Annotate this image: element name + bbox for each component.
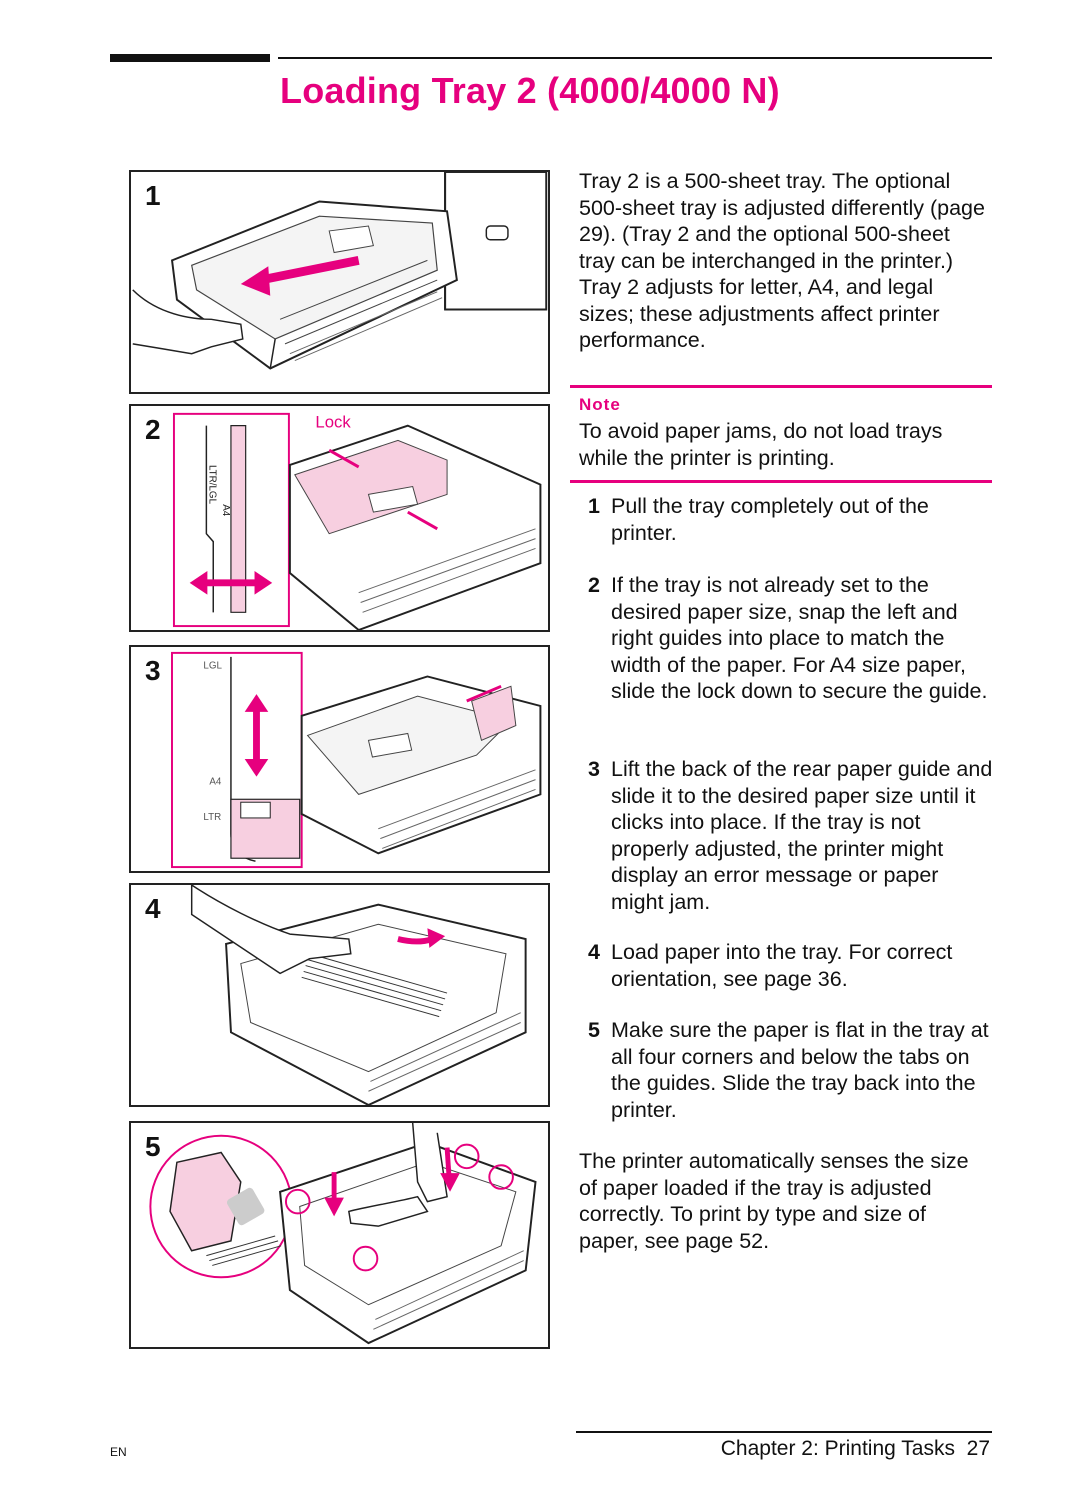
ltr-lgl-label: LTR/LGL <box>206 465 217 505</box>
step-text: Pull the tray completely out of the prin… <box>611 494 929 545</box>
footer-page-number: 27 <box>966 1437 990 1460</box>
step-4: 4 Load paper into the tray. For correct … <box>588 939 993 992</box>
side-guide-illustration: LTR/LGL A4 Lock <box>172 413 542 630</box>
panel-number-5: 5 <box>145 1131 161 1162</box>
step-number: 4 <box>588 940 600 964</box>
step-1: 1 Pull the tray completely out of the pr… <box>588 493 993 546</box>
a4-label: A4 <box>220 504 231 517</box>
footer-chapter-title: Chapter 2: Printing Tasks <box>720 1437 955 1460</box>
check-paper-flat-illustration <box>149 1123 537 1345</box>
footer-rule <box>576 1431 992 1433</box>
step-2: 2 If the tray is not already set to the … <box>588 572 993 705</box>
step-3: 3 Lift the back of the rear paper guide … <box>588 756 993 915</box>
closing-paragraph: The printer automatically senses the siz… <box>579 1149 969 1253</box>
intro-text: Tray 2 is a 500-sheet tray. The optional… <box>579 169 985 352</box>
lock-label: Lock <box>315 413 351 432</box>
note-rule-top <box>570 385 992 388</box>
page-title: Loading Tray 2 (4000/4000 N) <box>280 70 780 111</box>
footer-chapter: Chapter 2: Printing Tasks 27 <box>721 1437 990 1461</box>
header-rule-thick <box>110 54 270 62</box>
figure-panel-3: LGL A4 LTR 3 <box>129 645 550 873</box>
footer-language: EN <box>110 1445 127 1459</box>
lgl-label: LGL <box>203 661 222 672</box>
load-paper-illustration <box>190 885 527 1105</box>
figure-panel-1: 1 <box>129 170 550 394</box>
ltr-label: LTR <box>203 812 221 823</box>
step-text: Make sure the paper is flat in the tray … <box>611 1018 989 1122</box>
step-text: Load paper into the tray. For correct or… <box>611 940 953 991</box>
intro-paragraph: Tray 2 is a 500-sheet tray. The optional… <box>579 168 991 354</box>
panel-number-4: 4 <box>145 893 161 924</box>
step-number: 5 <box>588 1018 600 1042</box>
rear-guide-illustration: LGL A4 LTR <box>171 651 542 869</box>
panel-number-3: 3 <box>145 655 161 686</box>
step-text: Lift the back of the rear paper guide an… <box>611 757 993 914</box>
panel-number-2: 2 <box>145 414 161 445</box>
note-rule-bottom <box>570 480 992 483</box>
step-number: 1 <box>588 494 600 518</box>
step-number: 2 <box>588 573 600 597</box>
note-text: To avoid paper jams, do not load trays w… <box>579 419 943 470</box>
step-5: 5 Make sure the paper is flat in the tra… <box>588 1017 993 1123</box>
step-text: If the tray is not already set to the de… <box>611 573 988 703</box>
figure-panel-5: 5 <box>129 1121 550 1349</box>
tray-pull-out-illustration <box>132 172 548 370</box>
step-number: 3 <box>588 757 600 781</box>
note-label: Note <box>579 395 621 414</box>
header-rule-thin <box>278 57 992 59</box>
figure-panel-4: 4 <box>129 883 550 1107</box>
a4-label-3: A4 <box>209 777 222 788</box>
figure-panel-2: LTR/LGL A4 Lock 2 <box>129 404 550 632</box>
panel-number-1: 1 <box>145 180 161 211</box>
